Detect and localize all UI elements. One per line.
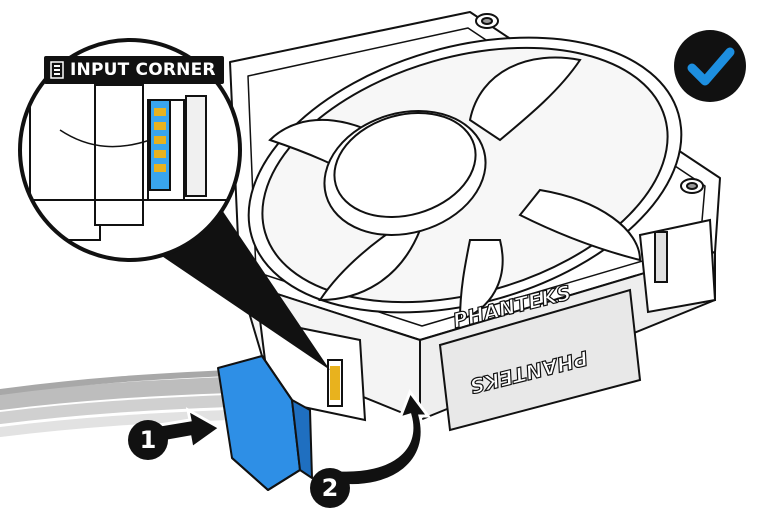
fan-rotor [247,36,683,322]
connector-pins-zoom [154,108,166,172]
connector-pins-icon [50,61,64,79]
side-cover [438,218,717,432]
screw-holes [475,13,704,194]
callout-label-text: INPUT CORNER [70,60,216,80]
connector-plug [217,355,313,491]
cable [0,370,236,437]
callout-pointer [150,210,330,370]
zoom-view [18,38,242,262]
step-badge-2: 2 [310,468,350,508]
checkmark-icon [674,30,746,102]
callout-label: INPUT CORNER [44,56,224,84]
step-badge-1: 1 [128,420,168,460]
